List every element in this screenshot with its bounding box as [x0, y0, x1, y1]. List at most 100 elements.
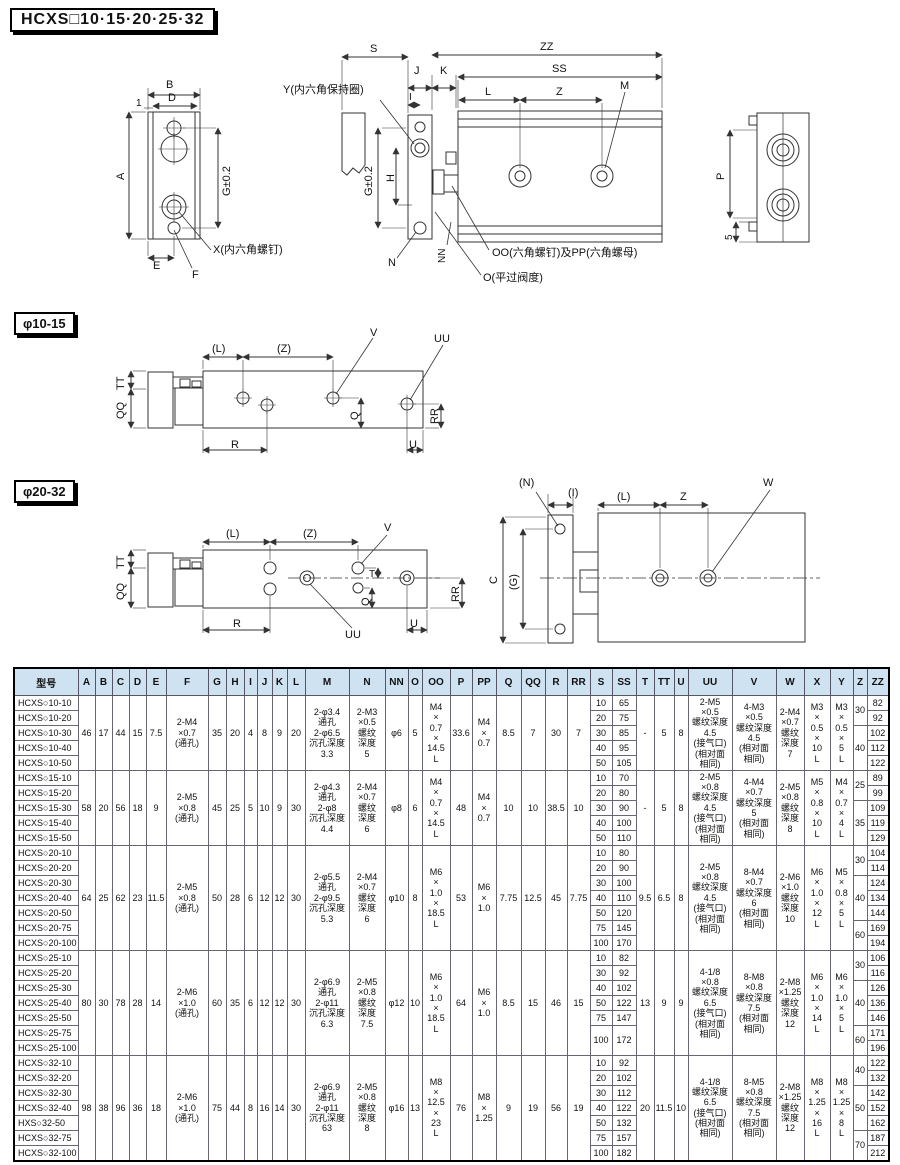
- dim-label-2032-z: (Z): [303, 528, 318, 540]
- column-header: A: [77, 667, 96, 696]
- shared-cell: φ8: [384, 770, 409, 846]
- model-cell: HCXS○20-75: [13, 920, 79, 936]
- ss-cell: 110: [611, 830, 637, 846]
- ss-cell: 70: [611, 770, 637, 786]
- z-cell: 25: [852, 770, 868, 801]
- stroke-cell: 40: [589, 815, 613, 831]
- dim-label-1015-tt: TT: [115, 376, 127, 390]
- shared-cell: M6 × 1.0 × 18.5 L: [421, 950, 451, 1056]
- dim-label-ss: SS: [552, 63, 567, 75]
- shared-cell: 2-M5 ×0.8 螺纹深度 4.5 (接气口) (相对面 相同): [687, 845, 733, 951]
- dim-label-2032-rr: RR: [450, 586, 462, 602]
- shared-cell: 6: [407, 770, 423, 846]
- dim-label-1015-uu: UU: [434, 333, 450, 345]
- dim-label-a: A: [115, 172, 127, 180]
- shared-cell: M4 × 0.7: [471, 695, 497, 771]
- zz-cell: 171: [866, 1025, 890, 1041]
- annotation-o: O(平过阀度): [483, 272, 543, 284]
- stroke-cell: 30: [589, 800, 613, 816]
- dim-label-h: H: [385, 174, 397, 182]
- z-cell: 30: [852, 950, 868, 981]
- shared-cell: 2-M5 ×0.8 (通孔): [165, 770, 209, 846]
- shared-cell: 8.5: [495, 695, 522, 771]
- shared-cell: 64: [77, 845, 96, 951]
- z-cell: 30: [852, 695, 868, 726]
- shared-cell: φ16: [384, 1055, 409, 1161]
- shared-cell: 2-φ6.9 通孔 2-φ11 沉孔深度 6.3: [304, 950, 350, 1056]
- shared-cell: 2-φ5.5 通孔 2-φ9.5 沉孔深度 5.3: [304, 845, 350, 951]
- column-header: RR: [566, 667, 591, 696]
- shared-cell: 13: [635, 950, 655, 1056]
- dim-label-2032-l2: (L): [617, 491, 631, 503]
- model-cell: HCXS○25-30: [13, 980, 79, 996]
- model-cell: HCXS○32-40: [13, 1100, 79, 1116]
- shared-cell: 11.5: [653, 1055, 675, 1161]
- shared-cell: M6 × 1.0 × 5 L: [829, 950, 854, 1056]
- dim-label-n: N: [388, 257, 396, 269]
- stroke-cell: 75: [589, 920, 613, 936]
- shared-cell: 2-M4 ×0.7 螺纹 深度 7: [775, 695, 805, 771]
- shared-cell: 13: [407, 1055, 423, 1161]
- zz-cell: 144: [866, 905, 890, 921]
- zz-cell: 112: [866, 740, 890, 756]
- ss-cell: 75: [611, 710, 637, 726]
- shared-cell: M3 × 0.5 × 10 L: [803, 695, 831, 771]
- ss-cell: 110: [611, 890, 637, 906]
- zz-cell: 136: [866, 995, 890, 1011]
- zz-cell: 104: [866, 845, 890, 861]
- zz-cell: 106: [866, 950, 890, 966]
- dim-label-2032-z2: Z: [680, 491, 687, 503]
- shared-cell: M6 × 1.0 × 14 L: [803, 950, 831, 1056]
- ss-cell: 80: [611, 845, 637, 861]
- shared-cell: M3 × 0.5 × 5 L: [829, 695, 854, 771]
- ss-cell: 102: [611, 980, 637, 996]
- page-title: HCXS□10·15·20·25·32: [10, 8, 216, 32]
- dim-label-k: K: [440, 65, 448, 77]
- ss-cell: 145: [611, 920, 637, 936]
- zz-cell: 116: [866, 965, 890, 981]
- annotation-x: X(内六角螺钉): [213, 244, 283, 256]
- model-cell: HCXS○20-50: [13, 905, 79, 921]
- model-cell: HCXS○20-20: [13, 860, 79, 876]
- section-tag-20-32: φ20-32: [14, 480, 75, 503]
- shared-cell: 60: [207, 950, 227, 1056]
- dim-label-1015-v: V: [370, 327, 378, 339]
- shared-cell: 8-M8 ×0.8 螺纹深度 7.5 (相对面 相同): [731, 950, 777, 1056]
- column-header: M: [304, 667, 350, 696]
- ss-cell: 100: [611, 815, 637, 831]
- shared-cell: 35: [207, 695, 227, 771]
- shared-cell: 2-M3 ×0.5 螺纹 深度 5: [348, 695, 386, 771]
- dim-label-j: J: [414, 65, 420, 77]
- zz-cell: 162: [866, 1115, 890, 1131]
- column-header: K: [271, 667, 288, 696]
- shared-cell: φ12: [384, 950, 409, 1056]
- shared-cell: 50: [207, 845, 227, 951]
- ss-cell: 170: [611, 935, 637, 951]
- stroke-cell: 10: [589, 770, 613, 786]
- z-cell: 70: [852, 1130, 868, 1161]
- stroke-cell: 75: [589, 1130, 613, 1146]
- shared-cell: 10: [673, 1055, 689, 1161]
- ss-cell: 105: [611, 755, 637, 771]
- shared-cell: M8 × 1.25 × 8 L: [829, 1055, 854, 1161]
- column-header: E: [145, 667, 167, 696]
- stroke-cell: 30: [589, 1085, 613, 1101]
- z-cell: 40: [852, 1055, 868, 1086]
- shared-cell: 8: [673, 695, 689, 771]
- dim-label-b: B: [166, 79, 174, 91]
- shared-cell: -: [635, 770, 655, 846]
- stroke-cell: 50: [589, 830, 613, 846]
- shared-cell: 7.5: [145, 695, 167, 771]
- column-header: U: [673, 667, 689, 696]
- shared-cell: 2-M6 ×1.0 (通孔): [165, 1055, 209, 1161]
- dim-label-2032-v: V: [384, 522, 392, 534]
- shared-cell: M8 × 12.5 × 23 L: [421, 1055, 451, 1161]
- shared-cell: 2-M5 ×0.8 (通孔): [165, 845, 209, 951]
